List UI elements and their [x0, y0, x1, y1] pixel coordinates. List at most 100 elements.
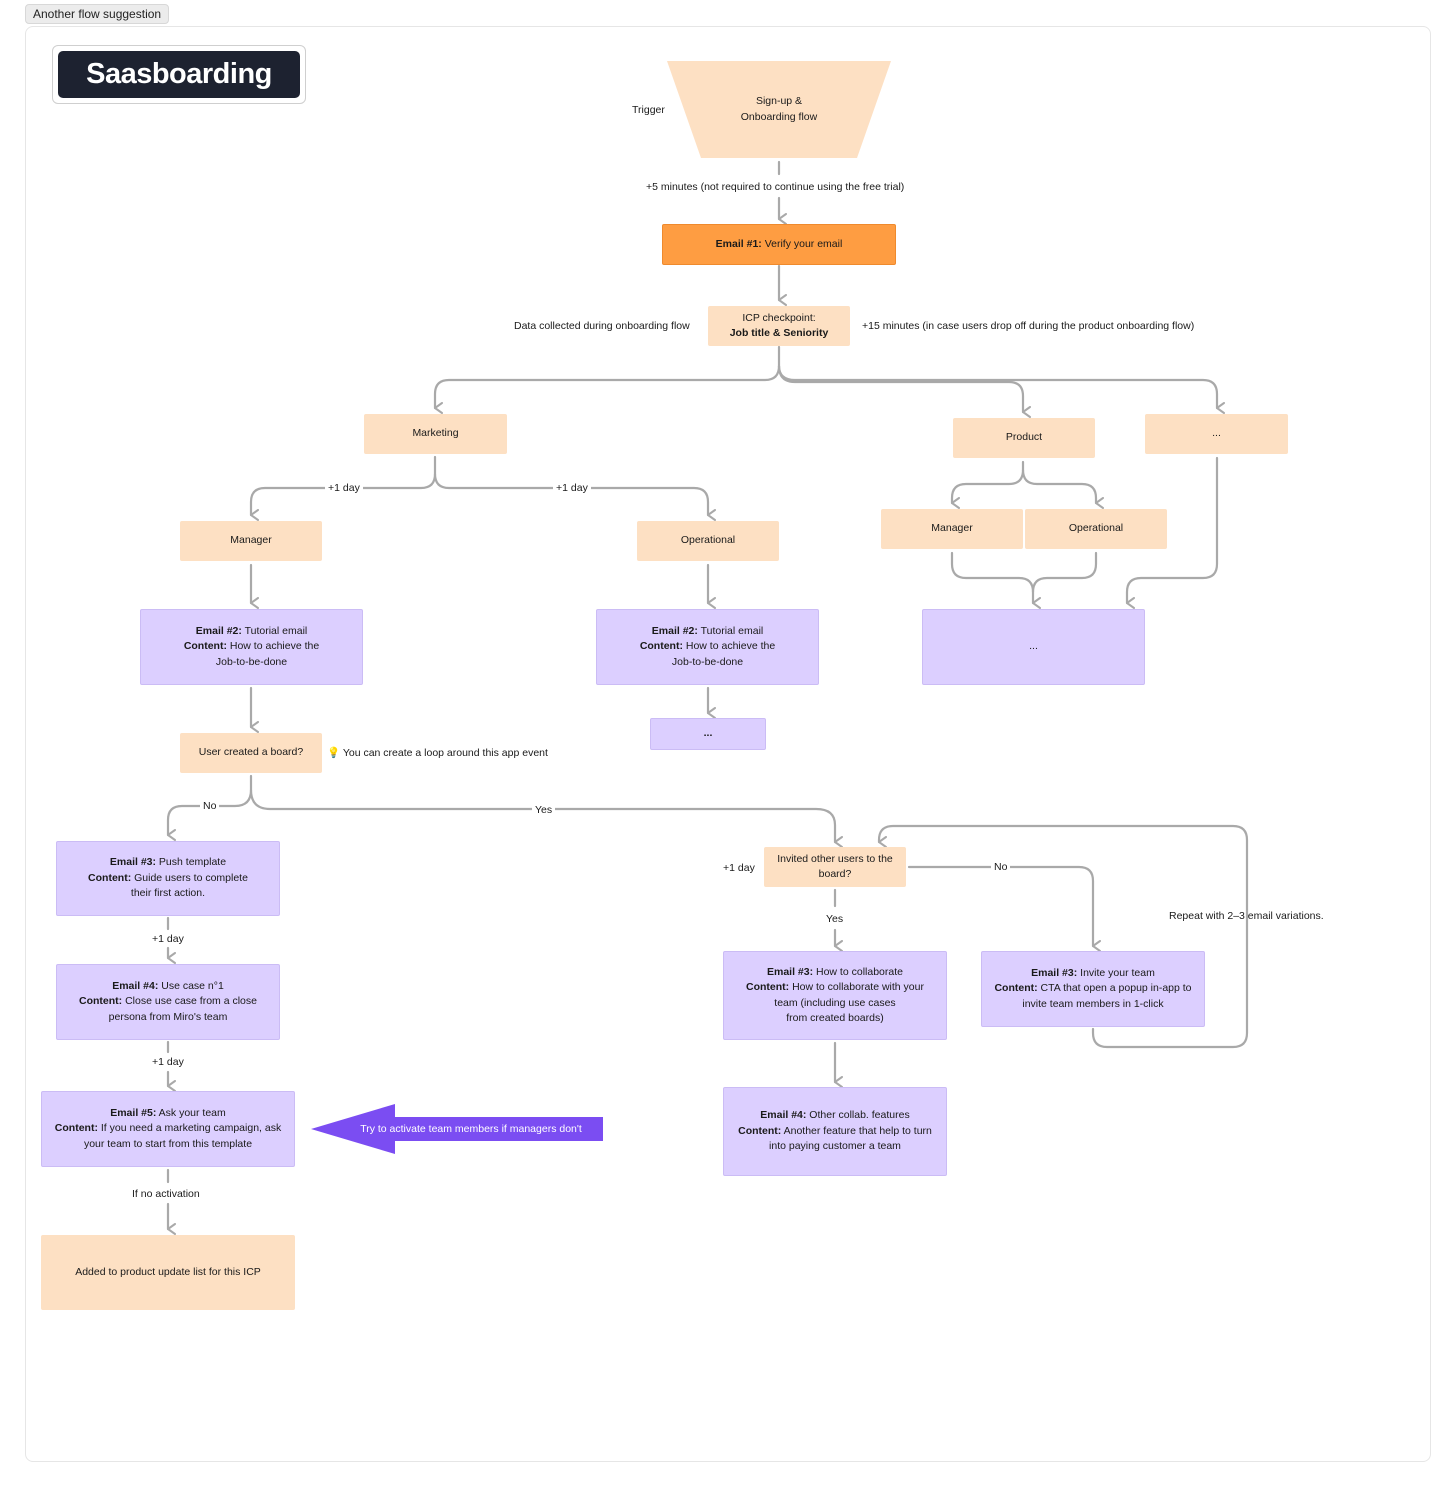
- email5-ask-t3: your team to start from this template: [83, 1137, 253, 1150]
- email2-mgr-t1: Tutorial email: [241, 624, 308, 637]
- user-created-board-node[interactable]: User created a board?: [180, 733, 322, 773]
- email3-push-t1: Push template: [156, 856, 227, 869]
- edge-board-yes: [249, 788, 843, 848]
- email2-ops-t2: How to achieve the: [682, 640, 776, 653]
- edge-marketing-operational: [433, 472, 716, 521]
- edge-prodmgr-merge: [950, 551, 1041, 609]
- trigger-trapezoid-shape: [667, 61, 891, 158]
- product-email-placeholder-node[interactable]: ...: [922, 609, 1145, 685]
- email4-usecase-t1: Use case n°1: [158, 979, 224, 992]
- edge-icp-product: [777, 364, 1031, 418]
- edge-label-yes-invited: Yes: [823, 912, 847, 926]
- marketing-label: Marketing: [412, 427, 459, 440]
- edge-label-plus1-email4: +1 day: [149, 932, 187, 946]
- email3-invite-b2: Content:: [994, 982, 1038, 995]
- email1-text: Verify your email: [761, 237, 843, 250]
- email3-push-b1: Email #3:: [109, 856, 157, 869]
- added-update-list-node[interactable]: Added to product update list for this IC…: [41, 1235, 295, 1310]
- email1-node[interactable]: Email #1: Verify your email: [662, 224, 896, 265]
- edge-label-plus1-invited: +1 day: [723, 862, 755, 874]
- product-manager-label: Manager: [931, 522, 973, 535]
- invited-line2: board?: [818, 868, 852, 880]
- email2-mgr-b1: Email #2:: [195, 624, 242, 637]
- flow-title-tab[interactable]: Another flow suggestion: [25, 4, 170, 24]
- product-node[interactable]: Product: [953, 418, 1095, 458]
- product-manager-node[interactable]: Manager: [881, 509, 1023, 549]
- email4-usecase-b1: Email #4:: [112, 979, 159, 992]
- edge-label-plus1-email5: +1 day: [149, 1055, 187, 1069]
- email3-collab-t2: How to collaborate with your: [789, 981, 924, 993]
- email5-ask-t1: Ask your team: [156, 1106, 226, 1119]
- trigger-node[interactable]: Sign-up &Onboarding flow: [667, 61, 891, 158]
- email3-collab-b1: Email #3:: [766, 965, 814, 978]
- email2-mgr-t3: Job-to-be-done: [215, 655, 288, 668]
- email5-ask-b1: Email #5:: [110, 1106, 157, 1119]
- product-operational-node[interactable]: Operational: [1025, 509, 1167, 549]
- email3-collab-b2: Content:: [746, 981, 790, 993]
- edge-product-operational: [1021, 468, 1104, 509]
- email3-invite-t3: invite team members in 1-click: [1022, 997, 1164, 1010]
- marketing-node[interactable]: Marketing: [364, 414, 507, 454]
- other-icp-label: ...: [1212, 427, 1221, 440]
- email4-collab-t3: into paying customer a team: [769, 1140, 901, 1153]
- email3-collab-t4: from created boards): [786, 1012, 884, 1024]
- icp-line2: Job title & Seniority: [729, 327, 829, 339]
- marketing-manager-label: Manager: [230, 534, 272, 547]
- ops-next-placeholder-label: ...: [703, 727, 713, 740]
- email3-collab-t3: team (including use cases: [774, 996, 896, 1009]
- edge-prodops-merge: [1031, 551, 1098, 594]
- edge-label-data-collected: Data collected during onboarding flow: [514, 320, 690, 332]
- edge-icp-ellipsis: [777, 364, 1225, 414]
- trigger-line2: Onboarding flow: [740, 110, 818, 123]
- icp-checkpoint-node[interactable]: ICP checkpoint:Job title & Seniority: [708, 306, 850, 346]
- other-icp-node[interactable]: ...: [1145, 414, 1288, 454]
- user-created-board-label: User created a board?: [198, 746, 304, 759]
- email2-ops-b1: Email #2:: [651, 624, 698, 637]
- logo-frame: Saasboarding: [52, 45, 306, 104]
- email3-push-t2: Guide users to complete: [131, 871, 248, 884]
- email2-ops-b2: Content:: [639, 640, 683, 653]
- email4-collab-b1: Email #4:: [760, 1109, 807, 1122]
- email3-collab-t1: How to collaborate: [813, 965, 903, 978]
- email2-mgr-b2: Content:: [183, 640, 227, 653]
- product-email-placeholder-label: ...: [1029, 640, 1038, 653]
- lightbulb-icon: 💡: [327, 747, 341, 759]
- edge-product-manager: [950, 460, 1025, 509]
- email4-collab-t2: Another feature that help to turn: [781, 1124, 932, 1137]
- email4-collab-t1: Other collab. features: [806, 1109, 910, 1122]
- invited-users-node[interactable]: Invited other users to the board?: [764, 847, 906, 887]
- marketing-manager-node[interactable]: Manager: [180, 521, 322, 561]
- product-operational-label: Operational: [1068, 522, 1124, 535]
- callout-arrow-text[interactable]: Try to activate team members if managers…: [360, 1123, 582, 1135]
- loop-tip: 💡 You can create a loop around this app …: [327, 746, 548, 760]
- email3-push-t3: their first action.: [130, 887, 206, 900]
- email4-usecase-b2: Content:: [79, 995, 123, 1008]
- email5-ask-t2: If you need a marketing campaign, ask: [97, 1122, 282, 1135]
- invited-line1: Invited other users to the: [777, 852, 893, 865]
- email4-collab-b2: Content:: [738, 1124, 782, 1137]
- product-label: Product: [1005, 431, 1043, 444]
- email5-ask-b2: Content:: [54, 1122, 98, 1135]
- edge-label-yes-board: Yes: [532, 803, 556, 817]
- email2-ops-t3: Job-to-be-done: [671, 655, 744, 668]
- edge-label-wait-5min: +5 minutes (not required to continue usi…: [643, 180, 908, 194]
- email3-push-b2: Content:: [88, 871, 132, 884]
- saasboarding-logo: Saasboarding: [58, 51, 300, 98]
- marketing-operational-node[interactable]: Operational: [637, 521, 779, 561]
- trigger-label: Trigger: [632, 104, 665, 116]
- email3-invite-t2: CTA that open a popup in-app to: [1037, 982, 1192, 995]
- edge-invited-no: [907, 865, 1101, 952]
- edge-loop-repeat: [877, 824, 1249, 1049]
- loop-tip-text: You can create a loop around this app ev…: [342, 747, 548, 759]
- ops-next-placeholder-node[interactable]: ...: [650, 718, 766, 750]
- callout-arrow-shape: [311, 1104, 603, 1154]
- email3-invite-t1: Invite your team: [1077, 966, 1155, 979]
